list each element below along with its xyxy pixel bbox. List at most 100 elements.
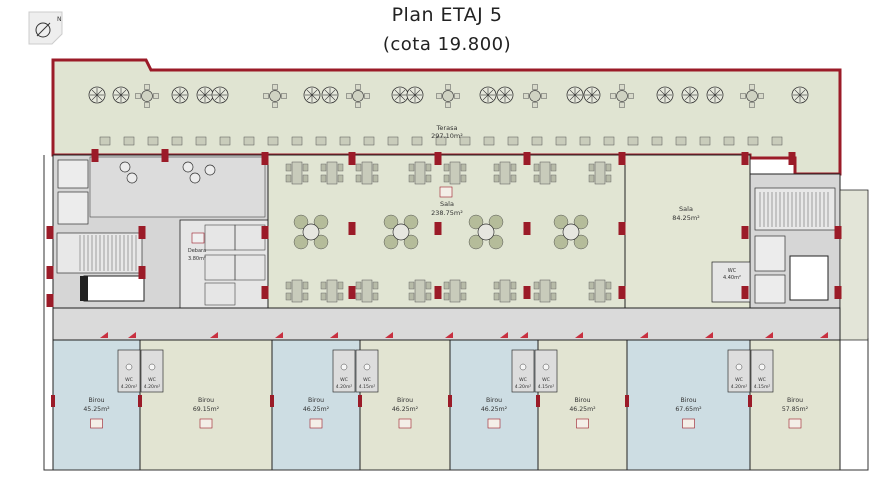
terrace-table	[746, 90, 758, 102]
hall-chair	[460, 292, 467, 301]
terrace-bench	[747, 136, 759, 146]
plant-leaf	[794, 94, 801, 101]
hall-chair	[460, 174, 467, 183]
lobby	[89, 156, 266, 218]
office-area: 46.25m²	[392, 406, 419, 413]
door-swing	[330, 332, 338, 338]
door-swing	[765, 332, 773, 338]
terrace-bench	[243, 136, 255, 146]
lounge-chair	[383, 234, 399, 250]
terrace-bench	[387, 136, 399, 146]
door-swing	[275, 332, 283, 338]
sala-badge	[439, 186, 453, 198]
plant-leaf	[214, 89, 221, 96]
plant-leaf	[204, 94, 211, 101]
plant-leaf	[96, 89, 103, 96]
hall-table	[414, 161, 426, 185]
hall-chair	[550, 174, 557, 183]
hall-chair	[320, 281, 327, 290]
elevator-1	[57, 159, 89, 189]
hall-chair	[550, 281, 557, 290]
toilet-icon	[125, 363, 133, 371]
terrace-bench	[651, 136, 663, 146]
column	[261, 226, 269, 239]
column	[91, 149, 99, 162]
office-wc-name: WC	[758, 377, 766, 383]
plant-leaf	[199, 89, 206, 96]
terrace-bench	[411, 136, 423, 146]
hall-chair	[372, 292, 379, 301]
hall-furniture	[285, 161, 612, 303]
terrace-chair	[445, 102, 451, 108]
hall-chair	[510, 174, 517, 183]
lounge-chair	[468, 234, 484, 250]
office-badge	[199, 418, 213, 429]
column	[523, 152, 531, 165]
hall-chair	[588, 174, 595, 183]
terrace-chair	[758, 93, 764, 99]
plant-leaf	[409, 89, 416, 96]
toilet-icon	[758, 363, 766, 371]
column	[434, 152, 442, 165]
office-wc-area: 4.20m²	[121, 384, 138, 390]
plant-leaf	[591, 89, 598, 96]
hall-chair	[588, 292, 595, 301]
office-badge	[487, 418, 501, 429]
lounge-chair	[573, 214, 589, 230]
lounge-chair	[383, 214, 399, 230]
terrace-bench	[459, 136, 471, 146]
hall-chair	[337, 281, 344, 290]
terrace-chair	[272, 84, 278, 90]
column	[618, 152, 626, 165]
hall-chair	[372, 163, 379, 172]
hall-chair	[408, 292, 415, 301]
plant-leaf	[504, 94, 511, 101]
toilet-icon	[519, 363, 527, 371]
office-area: 46.25m²	[481, 406, 508, 413]
plant-leaf	[414, 89, 421, 96]
hall-table	[361, 279, 373, 303]
hall-table	[361, 161, 373, 185]
plant-leaf	[574, 94, 581, 101]
terrace-chair	[619, 84, 625, 90]
column	[138, 266, 146, 279]
office-name: Birou	[308, 397, 324, 404]
terrace-name: Terasa	[436, 124, 458, 132]
right-balcony	[839, 189, 869, 341]
office-wall-column	[51, 395, 55, 407]
hall-chair	[533, 163, 540, 172]
office-wc-name: WC	[363, 377, 371, 383]
hall-chair	[460, 281, 467, 290]
plant-leaf	[714, 94, 721, 101]
plant-leaf	[799, 94, 806, 101]
lounge-chair	[488, 214, 504, 230]
corridor-doors	[100, 332, 828, 338]
office-name: Birou	[198, 397, 214, 404]
hall-table	[499, 161, 511, 185]
terrace-bench	[771, 136, 783, 146]
hall-chair	[443, 174, 450, 183]
hall-chair	[302, 292, 309, 301]
terrace-bench	[435, 136, 447, 146]
column	[618, 286, 626, 299]
plant-leaf	[394, 89, 401, 96]
terrace-chair	[749, 84, 755, 90]
hall-chair	[355, 281, 362, 290]
terrace-chair	[445, 84, 451, 90]
terrace-chair	[454, 93, 460, 99]
lobby-chair	[204, 164, 216, 176]
plant-leaf	[794, 89, 801, 96]
office-wc-name: WC	[735, 377, 743, 383]
plant-leaf	[120, 94, 127, 101]
hall-chair	[337, 174, 344, 183]
office-area: 46.25m²	[303, 406, 330, 413]
wc-right-area: 4.40m²	[723, 275, 741, 281]
plant-leaf	[659, 94, 666, 101]
office-wc	[140, 349, 164, 393]
lobby-chair	[182, 161, 194, 173]
left-core: Debara 3.80m²	[52, 154, 269, 314]
compass-needle	[36, 22, 51, 37]
terrace-table	[529, 90, 541, 102]
office-wc-area: 4.20m²	[144, 384, 161, 390]
terrace-bench	[363, 136, 375, 146]
